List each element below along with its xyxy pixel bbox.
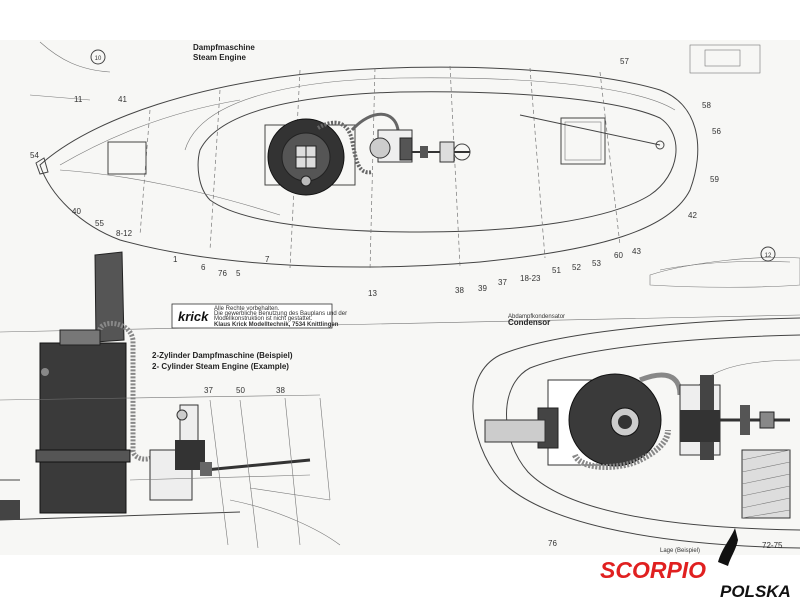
part-label: 8-12 [116, 229, 133, 238]
part-label: 52 [572, 263, 581, 272]
krick-logo: krick [178, 309, 209, 324]
part-label: 39 [478, 284, 487, 293]
part-label: 55 [95, 219, 104, 228]
brand-name: SCORPIO [600, 557, 706, 583]
bottom-partial-label: Lage (Beispiel) [660, 548, 700, 554]
part-label: 41 [118, 95, 127, 104]
part-label: 54 [30, 151, 39, 160]
part-label: 6 [201, 263, 206, 272]
condenser-title-de: Abdampfkondensator [508, 314, 565, 320]
condenser-hull-plan [472, 317, 800, 549]
part-label: 38 [455, 286, 464, 295]
krick-copyright-box: krick Alle Rechte vorbehalten. Die gewer… [171, 303, 347, 329]
part-label: 42 [688, 211, 697, 220]
scorpio-polska-logo: SCORPIO POLSKA [600, 528, 791, 600]
part-label: 37 [204, 386, 213, 395]
part-label: 60 [614, 251, 623, 260]
part-label: 12 [765, 253, 772, 259]
part-label: 72-75 [762, 541, 783, 550]
part-label: 50 [236, 386, 245, 395]
part-label: 58 [702, 101, 711, 110]
condenser-title-en: Condensor [508, 318, 550, 327]
top-title-en: Steam Engine [193, 53, 246, 62]
part-label: 57 [620, 57, 629, 66]
krick-line-4: Klaus Krick Modelltechnik, 7534 Knittlin… [214, 322, 339, 328]
krick-line-3: Modellkonstruktion ist nicht gestattet. [214, 316, 313, 322]
part-label: 43 [632, 247, 641, 256]
part-label: 37 [498, 278, 507, 287]
callout-12 [760, 246, 776, 262]
part-label: 5 [236, 269, 241, 278]
mid-title-en: 2- Cylinder Steam Engine (Example) [152, 362, 289, 371]
callout-10 [90, 49, 106, 65]
part-label: 59 [710, 175, 719, 184]
part-label: 13 [368, 289, 377, 298]
part-label: 53 [592, 259, 601, 268]
part-label: 76 [548, 539, 557, 548]
part-label: 7 [265, 255, 270, 264]
top-title-de: Dampfmaschine [193, 43, 255, 52]
top-hull-plan [29, 41, 761, 271]
part-label: 56 [712, 127, 721, 136]
krick-line-1: Alle Rechte vorbehalten. [214, 306, 280, 312]
part-label: 11 [74, 95, 83, 104]
part-label: 76 [218, 269, 227, 278]
mid-title-de: 2-Zylinder Dampfmaschine (Beispiel) [152, 351, 293, 360]
krick-line-2: Die gewerbliche Benutzung des Bauplans u… [214, 311, 347, 317]
steam-engine-side-view [0, 251, 341, 549]
scorpion-tail-icon [718, 528, 738, 566]
part-label: 51 [552, 266, 561, 275]
part-label: 38 [276, 386, 285, 395]
part-label: 1 [173, 255, 178, 264]
part-label: 18-23 [520, 274, 541, 283]
part-label: 10 [95, 56, 102, 62]
part-label: 40 [72, 207, 81, 216]
brand-sub: POLSKA [720, 582, 791, 600]
